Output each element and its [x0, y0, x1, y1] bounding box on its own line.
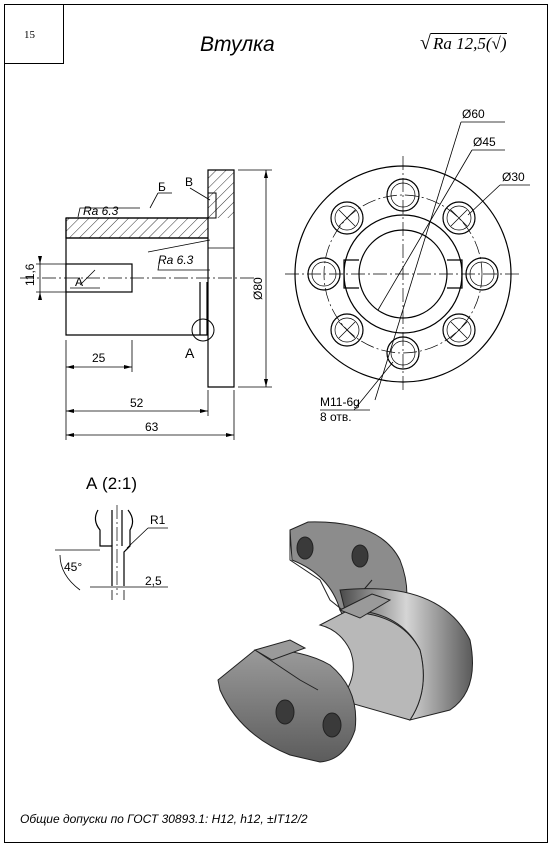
general-roughness-value: Ra 12,5(√) — [430, 33, 507, 53]
roughness-outer-label: Ra 6.3 — [83, 204, 119, 218]
detail-ref-a: А — [185, 345, 195, 361]
dim-11-6: 11,6 — [23, 263, 37, 286]
dim-25: 25 — [92, 351, 106, 365]
dim-60: Ø60 — [462, 107, 485, 121]
general-roughness: √Ra 12,5(√) — [420, 32, 507, 55]
root-sign-icon: √ — [420, 32, 431, 54]
dim-30: Ø30 — [502, 170, 525, 184]
dim-45: Ø45 — [473, 135, 496, 149]
front-view — [285, 156, 520, 392]
part-title: Втулка — [200, 33, 275, 56]
hatched-flange-top — [208, 170, 234, 218]
detail-angle: 45° — [64, 560, 82, 574]
dim-63: 63 — [145, 420, 159, 434]
section-view — [20, 169, 255, 388]
thread-label: M11-6g — [320, 395, 360, 409]
isometric-view — [217, 521, 473, 763]
sheet-number-box — [4, 4, 64, 64]
dimension-arrows — [38, 170, 268, 437]
sheet-number: 15 — [24, 29, 35, 41]
detail-view — [94, 505, 134, 595]
label-v: В — [185, 175, 193, 189]
dim-52: 52 — [130, 396, 144, 410]
drawing-frame — [4, 4, 548, 843]
roughness-bore-label: Ra 6.3 — [158, 253, 194, 267]
detail-title: А (2:1) — [86, 474, 137, 493]
label-a: А — [75, 275, 83, 289]
dim-80: Ø80 — [251, 277, 265, 300]
bolt-holes — [307, 178, 499, 370]
label-b: Б — [158, 180, 166, 194]
detail-dim: 2,5 — [145, 574, 162, 588]
detail-radius: R1 — [150, 513, 166, 527]
hatched-wall-top — [65, 217, 209, 239]
general-tolerances-note: Общие допуски по ГОСТ 30893.1: H12, h12,… — [20, 812, 308, 826]
holes-count: 8 отв. — [320, 410, 352, 424]
